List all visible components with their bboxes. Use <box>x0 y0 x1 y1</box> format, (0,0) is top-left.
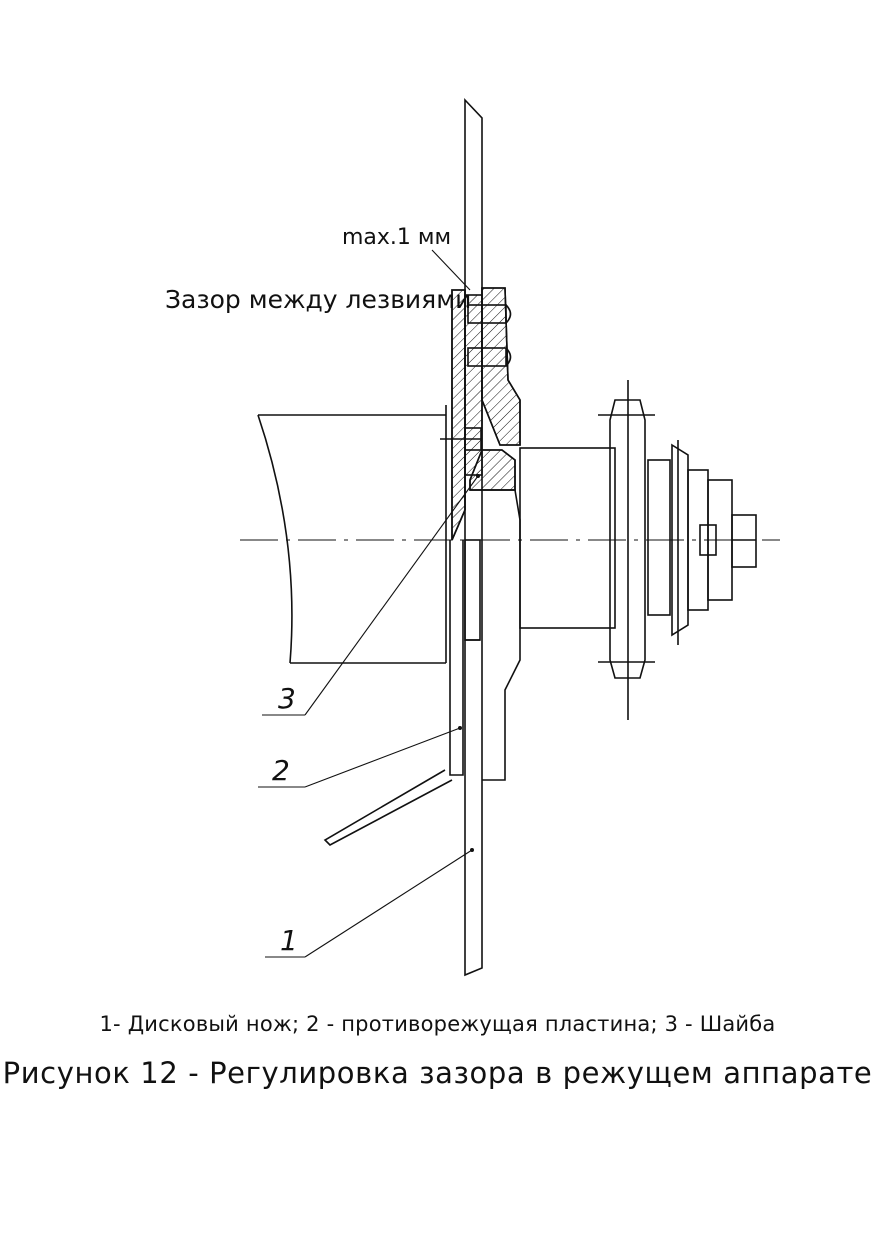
bolts <box>440 304 512 451</box>
callout-2: 2 <box>272 754 290 787</box>
figure-legend: 1- Дисковый нож; 2 - противорежущая плас… <box>99 1012 776 1036</box>
leader-dots <box>458 474 480 852</box>
callout-3: 3 <box>278 682 296 715</box>
callout-1: 1 <box>280 924 298 957</box>
disc-body <box>464 489 521 781</box>
gap-value-label: max.1 мм <box>342 225 451 250</box>
leader-lines <box>258 249 479 958</box>
disc-knife <box>464 97 483 977</box>
spindle-assembly <box>519 380 757 720</box>
figure-title: Рисунок 12 - Регулировка зазора в режуще… <box>2 1056 873 1090</box>
gap-text-label: Зазор между лезвиями <box>165 285 471 314</box>
hub-section <box>451 287 521 541</box>
shaft-housing <box>257 405 447 664</box>
counter-cutting-plate <box>323 540 464 846</box>
